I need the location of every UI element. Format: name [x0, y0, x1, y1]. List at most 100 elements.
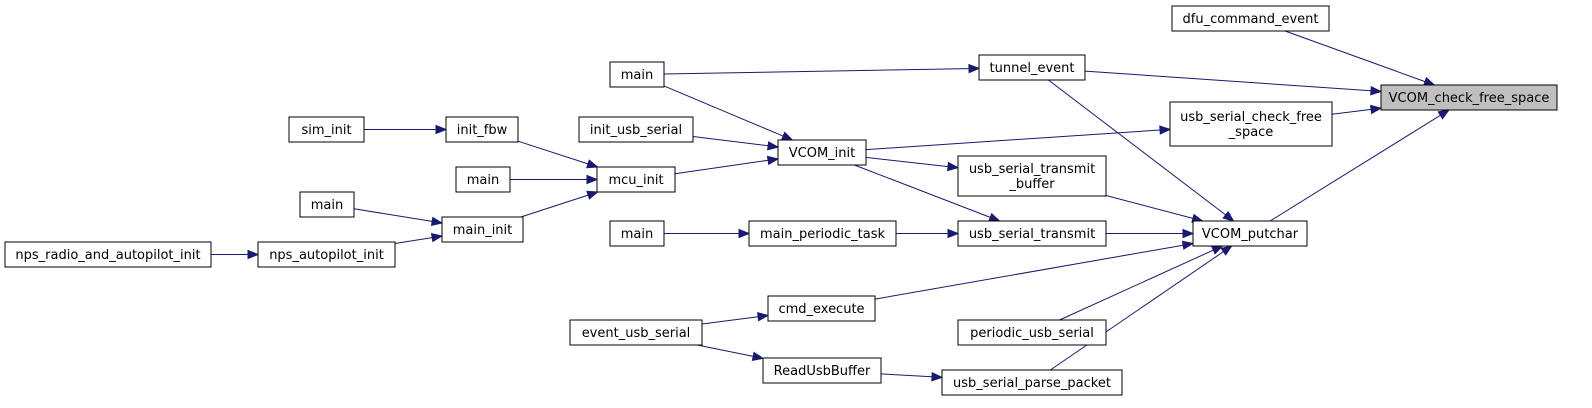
node-box	[1169, 101, 1333, 147]
node-label: usb_serial_check_free	[1180, 110, 1322, 125]
edge-line	[520, 194, 589, 218]
node-label: usb_serial_transmit	[969, 227, 1095, 242]
edge-line	[880, 373, 933, 378]
node-readusbbuffer[interactable]: ReadUsbBuffer	[762, 357, 882, 384]
node-usb_serial_transmit[interactable]: usb_serial_transmit	[957, 220, 1107, 247]
edge-arrowhead-icon	[1437, 109, 1451, 120]
edge-nps_autopilot_init-to-main_init	[394, 232, 444, 244]
edge-line	[1059, 249, 1214, 321]
edge-line	[874, 244, 1184, 300]
edge-arrowhead-icon	[1422, 76, 1436, 86]
edge-main_c-to-main_init	[353, 208, 444, 227]
edge-line	[701, 316, 759, 325]
node-label: ReadUsbBuffer	[774, 364, 871, 379]
node-nps_radio_and_autopilot_init[interactable]: nps_radio_and_autopilot_init	[4, 241, 212, 268]
node-label: periodic_usb_serial	[970, 326, 1094, 341]
node-label: VCOM_init	[789, 146, 855, 161]
node-label: dfu_command_event	[1183, 12, 1319, 27]
edge-arrowhead-icon	[780, 131, 794, 141]
node-label: tunnel_event	[990, 61, 1075, 76]
edge-arrowhead-icon	[1222, 210, 1235, 222]
node-label: nps_radio_and_autopilot_init	[15, 248, 200, 263]
edge-line	[854, 164, 991, 218]
edge-arrowhead-icon	[586, 190, 599, 200]
node-box	[609, 220, 665, 247]
edge-init_usb_serial-to-vcom_init	[692, 136, 780, 151]
node-label: event_usb_serial	[582, 326, 691, 341]
edge-event_usb_serial-to-readusbbuffer	[697, 344, 765, 362]
node-box	[288, 116, 365, 143]
edge-arrowhead-icon	[586, 159, 599, 169]
node-box	[257, 241, 396, 268]
edge-init_fbw-to-mcu_init	[517, 140, 599, 169]
node-nps_autopilot_init[interactable]: nps_autopilot_init	[257, 241, 396, 268]
node-box	[767, 295, 876, 322]
node-label: init_fbw	[457, 123, 508, 138]
node-main_d[interactable]: main	[609, 220, 665, 247]
edge-arrowhead-icon	[435, 124, 448, 135]
node-usb_serial_parse_packet[interactable]: usb_serial_parse_packet	[941, 369, 1123, 396]
edge-arrowhead-icon	[1182, 228, 1195, 239]
edge-arrowhead-icon	[586, 174, 599, 185]
node-tunnel_event[interactable]: tunnel_event	[978, 54, 1086, 81]
node-label: mcu_init	[608, 173, 663, 188]
edge-arrowhead-icon	[947, 228, 960, 239]
edge-nps_radio_and_autopilot_init-to-nps_autopilot_init	[211, 249, 260, 260]
edge-usb_serial_check_free_space-to-vcom_check_free_space	[1331, 104, 1383, 115]
edge-arrowhead-icon	[751, 351, 765, 362]
edge-line	[1050, 251, 1224, 371]
node-label: usb_serial_parse_packet	[953, 376, 1111, 391]
node-vcom_check_free_space[interactable]: VCOM_check_free_space	[1380, 84, 1558, 111]
edge-arrowhead-icon	[1181, 240, 1195, 250]
edge-arrowhead-icon	[247, 249, 260, 260]
node-box	[957, 220, 1107, 247]
node-box	[569, 319, 703, 346]
node-main_c[interactable]: main	[299, 191, 355, 218]
edge-arrowhead-icon	[1210, 245, 1224, 255]
edge-arrowhead-icon	[968, 63, 981, 74]
node-main_init[interactable]: main_init	[441, 216, 524, 243]
edge-main_b-to-mcu_init	[510, 174, 599, 185]
edge-arrowhead-icon	[430, 216, 444, 227]
edges-layer	[211, 30, 1451, 382]
node-init_fbw[interactable]: init_fbw	[445, 116, 519, 143]
node-box	[777, 139, 867, 166]
node-box	[1171, 5, 1330, 32]
node-init_usb_serial[interactable]: init_usb_serial	[578, 116, 694, 143]
edge-main_periodic_task-to-usb_serial_transmit	[896, 228, 960, 239]
node-main_b[interactable]: main	[455, 166, 511, 193]
node-cmd_execute[interactable]: cmd_execute	[767, 295, 876, 322]
node-box	[941, 369, 1123, 396]
node-mcu_init[interactable]: mcu_init	[596, 166, 676, 193]
node-box	[445, 116, 519, 143]
node-label: main_periodic_task	[760, 227, 885, 242]
edge-line	[517, 140, 589, 165]
node-box	[1380, 84, 1558, 111]
node-vcom_putchar[interactable]: VCOM_putchar	[1192, 220, 1308, 247]
node-label: usb_serial_transmit	[969, 162, 1095, 177]
node-label: init_usb_serial	[590, 123, 682, 138]
node-event_usb_serial[interactable]: event_usb_serial	[569, 319, 703, 346]
edge-main_init-to-mcu_init	[520, 190, 599, 218]
edge-vcom_putchar-to-vcom_check_free_space	[1269, 109, 1451, 222]
node-usb_serial_transmit_buffer[interactable]: usb_serial_transmit_buffer	[957, 155, 1107, 197]
edge-cmd_execute-to-vcom_putchar	[874, 240, 1195, 300]
edge-arrowhead-icon	[757, 312, 770, 322]
node-main_periodic_task[interactable]: main_periodic_task	[748, 220, 897, 247]
node-vcom_init[interactable]: VCOM_init	[777, 139, 867, 166]
edge-arrowhead-icon	[1370, 104, 1383, 115]
node-main_a[interactable]: main	[609, 61, 665, 88]
node-box	[299, 191, 355, 218]
edge-line	[1284, 30, 1426, 83]
node-sim_init[interactable]: sim_init	[288, 116, 365, 143]
edge-periodic_usb_serial-to-vcom_putchar	[1059, 245, 1224, 321]
node-box	[609, 61, 665, 88]
edge-line	[1084, 70, 1372, 92]
node-usb_serial_check_free_space[interactable]: usb_serial_check_free_space	[1169, 101, 1333, 147]
edge-sim_init-to-init_fbw	[364, 124, 448, 135]
edge-vcom_init-to-usb_serial_transmit_buffer	[865, 156, 960, 172]
node-box	[762, 357, 882, 384]
edge-line	[865, 129, 1161, 151]
node-dfu_command_event[interactable]: dfu_command_event	[1171, 5, 1330, 32]
node-periodic_usb_serial[interactable]: periodic_usb_serial	[957, 319, 1107, 346]
